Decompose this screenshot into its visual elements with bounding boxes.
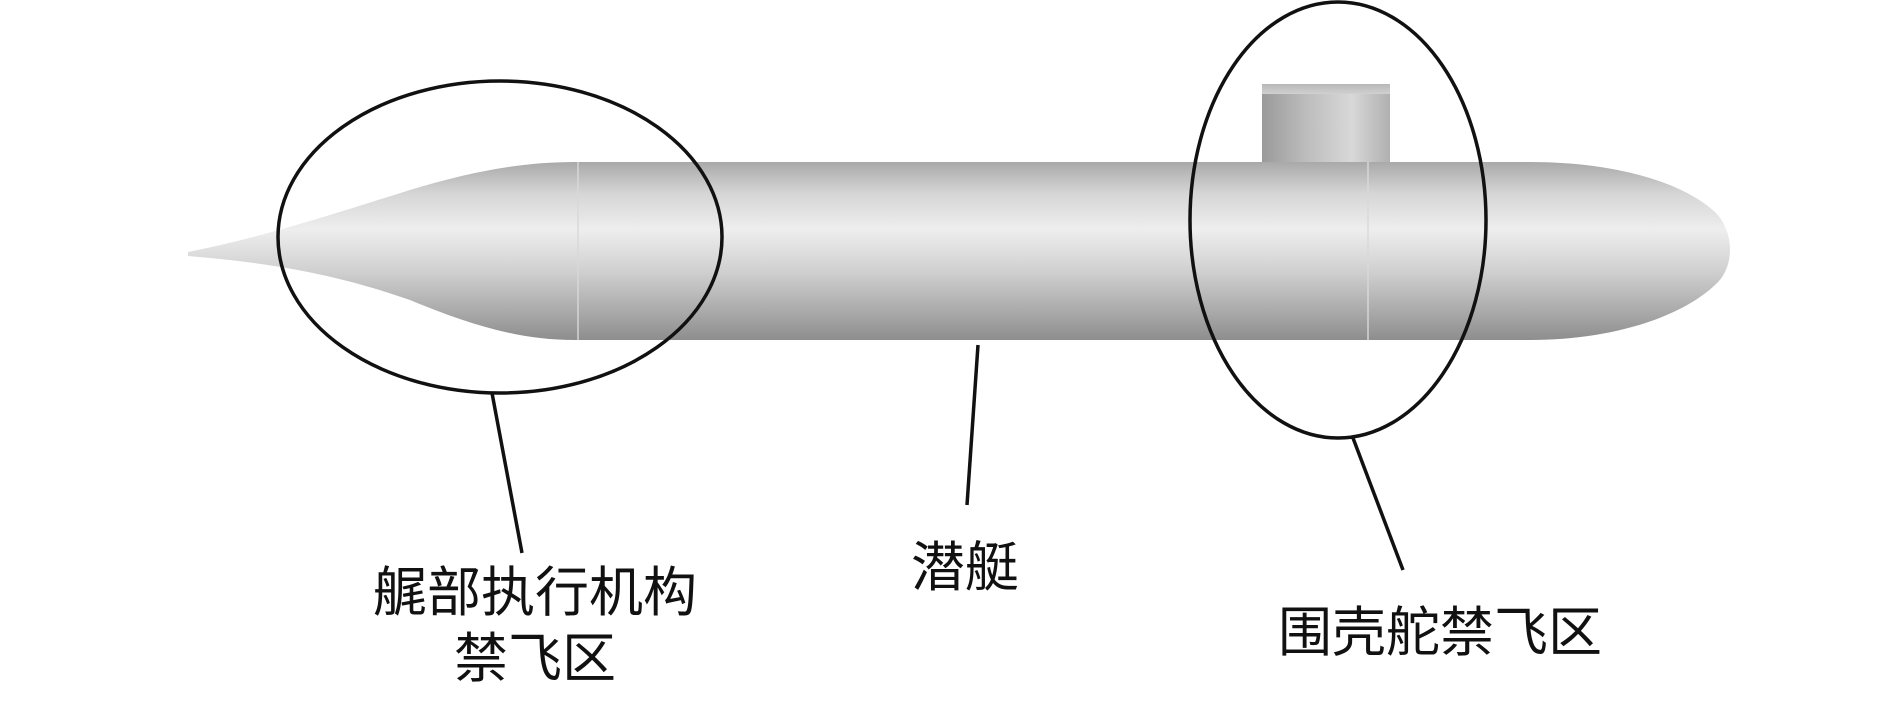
sail-tower (1262, 84, 1390, 170)
sail-no-fly-zone-ellipse (1188, 0, 1488, 440)
stern-actuator-no-fly-zone-label: 艉部执行机构 禁飞区 (300, 560, 770, 692)
submarine-hull (188, 162, 1730, 340)
stern-label-line-2: 禁飞区 (454, 627, 616, 690)
sail-rudder-no-fly-zone-label: 围壳舵禁飞区 (1278, 601, 1602, 664)
stern-label-line-1: 艉部执行机构 (373, 561, 697, 624)
submarine-label-leader-line (965, 344, 980, 506)
submarine-label: 潜艇 (911, 536, 1019, 599)
stern-label-leader-line (490, 392, 524, 554)
stern-no-fly-zone-ellipse (276, 79, 724, 395)
sail-label-leader-line (1351, 437, 1405, 571)
